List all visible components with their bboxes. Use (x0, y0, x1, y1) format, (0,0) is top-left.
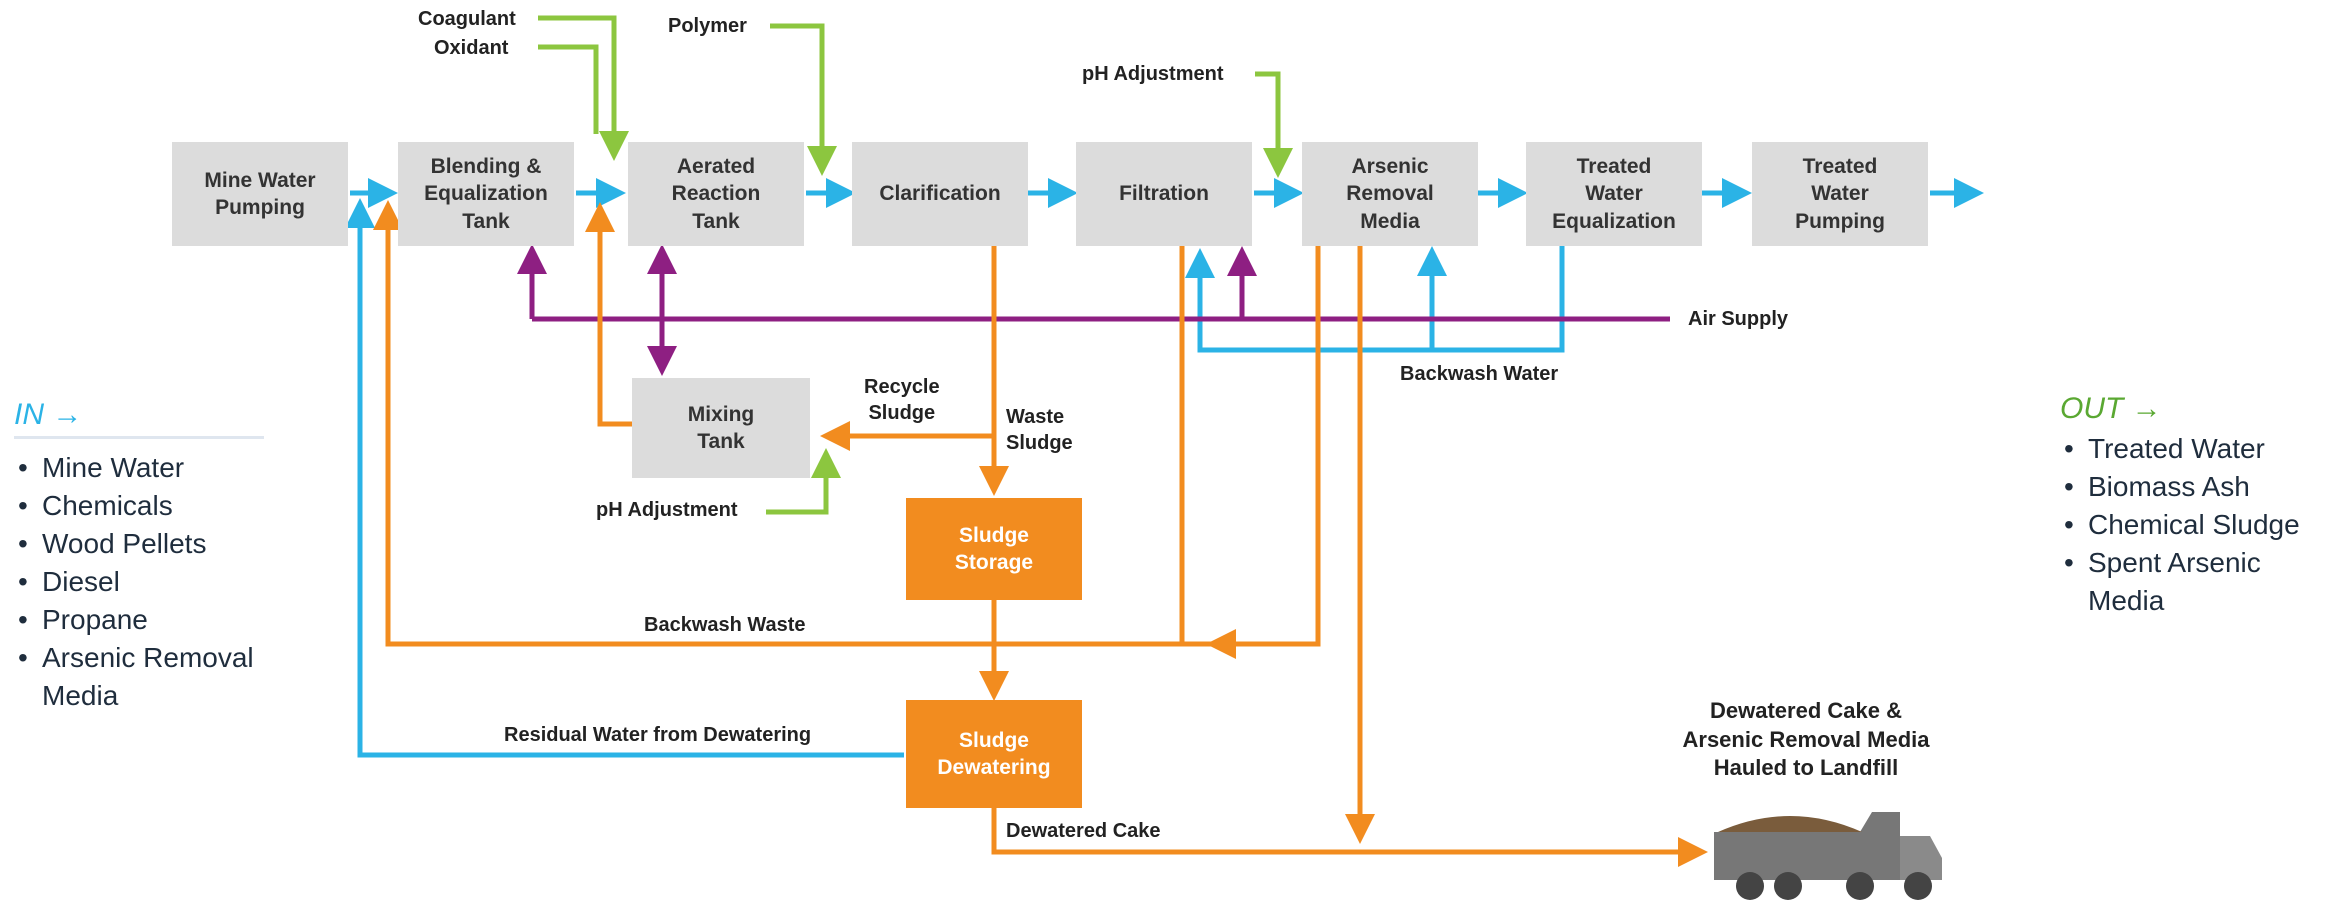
blending-equalization-tank-box: Blending & Equalization Tank (398, 142, 574, 246)
aerated-reaction-tank-box: Aerated Reaction Tank (628, 142, 804, 246)
arsenic-removal-media-box: Arsenic Removal Media (1302, 142, 1478, 246)
sludge-storage-box: Sludge Storage (906, 498, 1082, 600)
recycle-sludge-label: Recycle Sludge (864, 376, 940, 424)
in-heading: IN → (14, 398, 83, 431)
mixing-return-line (585, 202, 632, 427)
dewatered-cake-label: Dewatered Cake (1006, 820, 1161, 842)
list-item: Wood Pellets (14, 525, 274, 563)
treated-water-pumping-box: Treated Water Pumping (1752, 142, 1928, 246)
list-item: Biomass Ash (2060, 468, 2320, 506)
residual-water-line (345, 198, 904, 758)
treated-water-equalization-box: Treated Water Equalization (1526, 142, 1702, 246)
out-list: Treated Water Biomass Ash Chemical Sludg… (2060, 430, 2320, 620)
residual-water-label: Residual Water from Dewatering (504, 724, 812, 746)
backwash-waste-label: Backwash Waste (644, 614, 806, 636)
sludge-dewatering-box: Sludge Dewatering (906, 700, 1082, 808)
ph-adjustment-top-label: pH Adjustment (1082, 63, 1224, 85)
dewatered-cake-line (991, 808, 1708, 867)
in-divider (14, 436, 264, 439)
filtration-box: Filtration (1076, 142, 1252, 246)
oxidant-label: Oxidant (434, 37, 509, 59)
list-item: Chemicals (14, 487, 274, 525)
mixing-tank-box: Mixing Tank (632, 378, 810, 478)
list-item: Arsenic Removal Media (14, 639, 274, 715)
backwash-water-label: Backwash Water (1400, 363, 1559, 385)
list-item: Mine Water (14, 449, 274, 487)
coagulant-feed (538, 15, 629, 161)
clarification-box: Clarification (852, 142, 1028, 246)
ph-bottom-feed (766, 448, 841, 515)
waste-sludge-label: Waste Sludge (1006, 406, 1073, 454)
landfill-label: Dewatered Cake & Arsenic Removal Media H… (1682, 698, 1930, 781)
mine-water-pumping-box: Mine Water Pumping (172, 142, 348, 246)
dump-truck-icon (1714, 812, 1942, 900)
air-supply-label: Air Supply (1688, 308, 1789, 330)
out-panel: OUT → Treated Water Biomass Ash Chemical… (2060, 392, 2320, 620)
in-panel: IN → Mine Water Chemicals Wood Pellets D… (14, 398, 274, 715)
backwash-water-line (1185, 246, 1565, 353)
list-item: Propane (14, 601, 274, 639)
in-list: Mine Water Chemicals Wood Pellets Diesel… (14, 449, 274, 715)
list-item: Chemical Sludge (2060, 506, 2320, 544)
list-item: Diesel (14, 563, 274, 601)
ph-top-feed (1255, 71, 1293, 178)
oxidant-feed (538, 44, 599, 134)
backwash-waste-line (373, 200, 1321, 647)
coagulant-label: Coagulant (418, 8, 516, 30)
ph-adjustment-bottom-label: pH Adjustment (596, 499, 738, 521)
list-item: Spent Arsenic Media (2060, 544, 2320, 620)
polymer-label: Polymer (668, 15, 747, 37)
polymer-feed (770, 23, 837, 176)
out-heading: OUT → (2060, 392, 2162, 425)
list-item: Treated Water (2060, 430, 2320, 468)
